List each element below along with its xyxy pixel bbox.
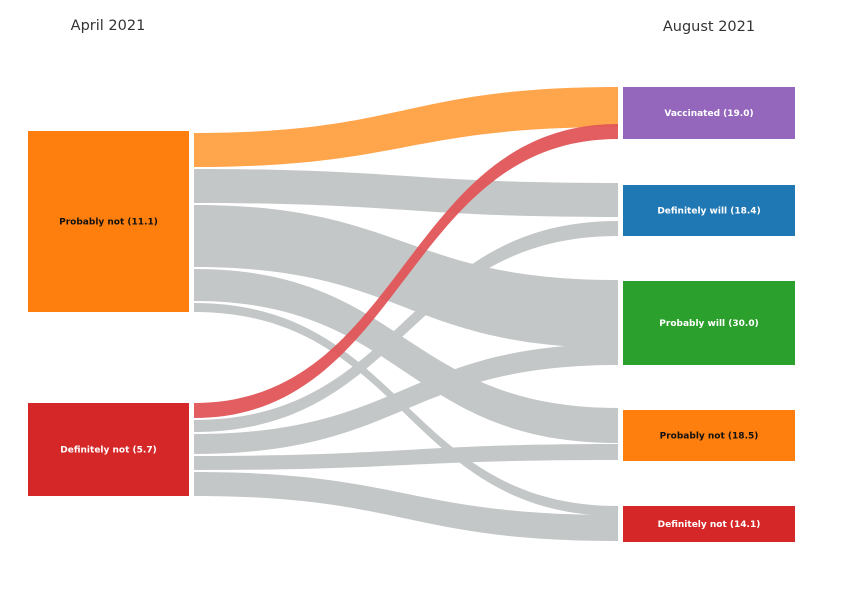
flow-l-dn-to-r-vac[interactable] [194,124,618,418]
node-label-august-vaccinated: Vaccinated (19.0) [664,109,753,119]
flow-l-dn-to-r-dw[interactable] [194,221,618,432]
nodes-layer [28,87,795,542]
node-august-probably-not[interactable] [623,410,795,461]
flow-l-pn-to-r-dn[interactable] [194,303,618,516]
node-august-definitely-will[interactable] [623,185,795,236]
august-column-title: August 2021 [663,19,755,35]
node-label-august-probably-will: Probably will (30.0) [659,319,758,329]
node-label-april-definitely-not: Definitely not (5.7) [60,446,156,456]
node-august-definitely-not[interactable] [623,506,795,542]
node-august-vaccinated[interactable] [623,87,795,139]
node-april-probably-not[interactable] [28,131,189,312]
node-august-probably-will[interactable] [623,281,795,365]
labels-layer: April 2021 August 2021 Probably not (11.… [59,18,761,530]
node-april-definitely-not[interactable] [28,403,189,496]
node-label-august-definitely-will: Definitely will (18.4) [657,207,760,217]
flow-l-pn-to-r-pn[interactable] [194,269,618,443]
flow-l-dn-to-r-pn[interactable] [194,444,618,470]
flow-l-dn-to-r-dn[interactable] [194,472,618,541]
flow-l-pn-to-r-dw[interactable] [194,169,618,217]
flows-layer [194,87,618,541]
april-column-title: April 2021 [71,18,146,34]
node-label-august-probably-not: Probably not (18.5) [660,432,759,442]
flow-l-dn-to-r-pw[interactable] [194,344,618,454]
flow-l-pn-to-r-vac[interactable] [194,87,618,167]
node-label-august-definitely-not: Definitely not (14.1) [658,520,761,530]
node-label-april-probably-not: Probably not (11.1) [59,218,158,228]
